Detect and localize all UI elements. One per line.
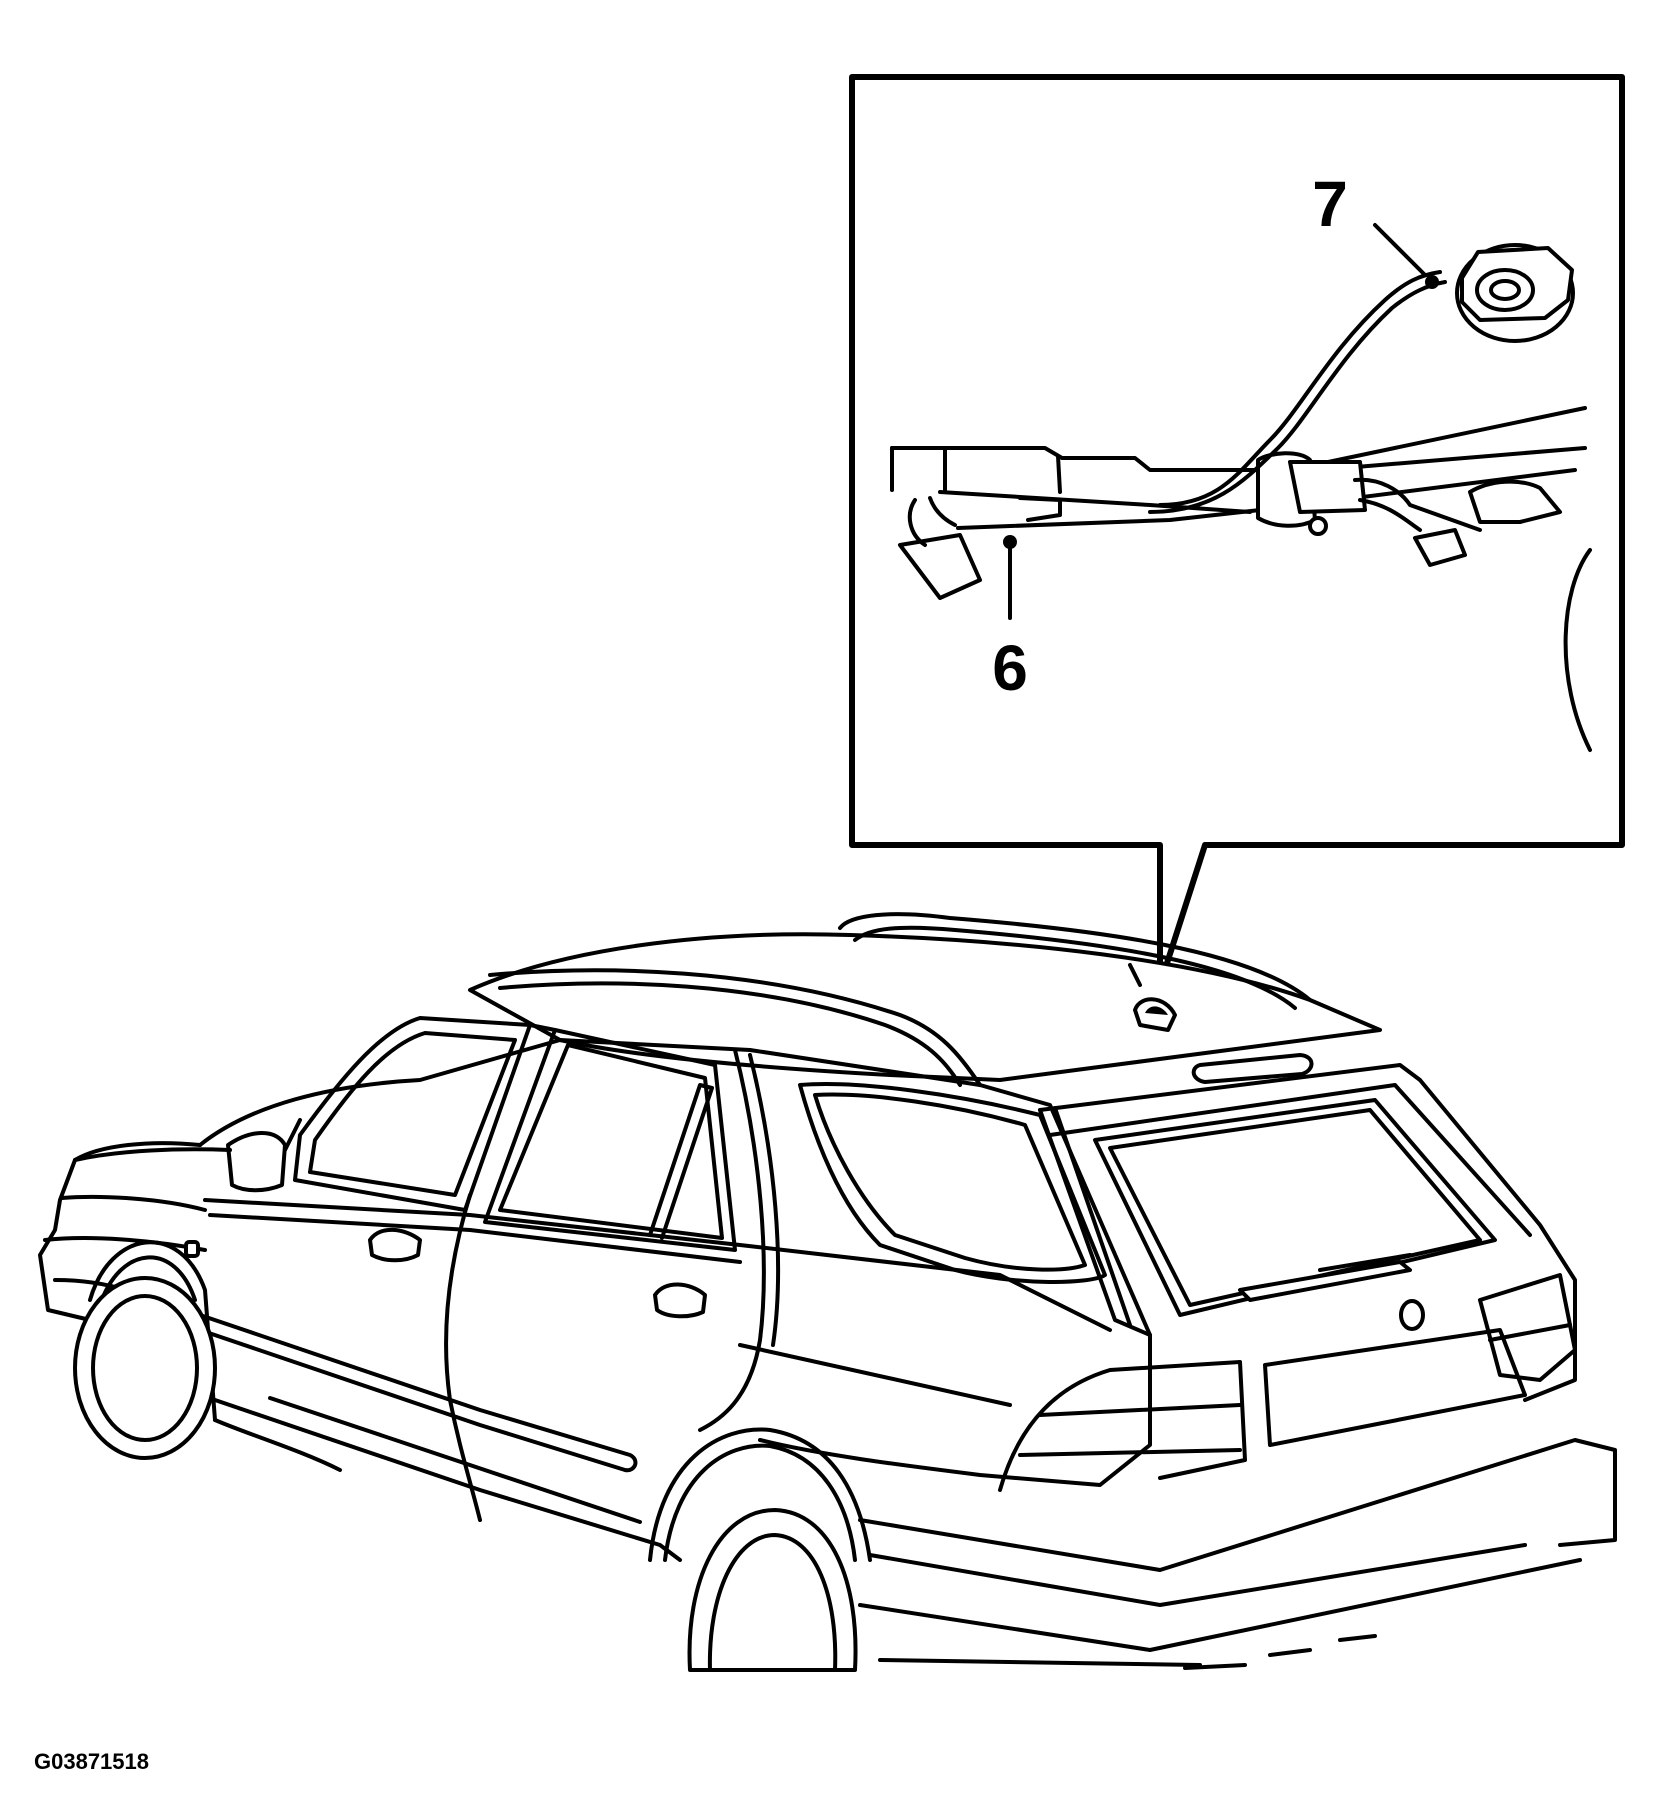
tail-light-left	[998, 1360, 1247, 1492]
front-door-handle	[368, 1227, 422, 1263]
callout-6: 6	[992, 632, 1028, 704]
rear-wheel-arch	[648, 1427, 872, 1562]
car-roof	[468, 932, 1382, 1082]
rear-quarter-window	[798, 1082, 1107, 1284]
figure-code: G03871518	[34, 1749, 149, 1774]
front-wheel-arch	[88, 1240, 217, 1422]
station-wagon	[38, 912, 1617, 1672]
rear-door-handle	[653, 1282, 707, 1319]
roof-rail-left	[488, 968, 982, 1087]
tail-light-right	[1478, 1273, 1577, 1382]
roof-antenna	[1133, 997, 1177, 1032]
door-seam	[444, 1193, 482, 1522]
antenna-nut	[1455, 243, 1575, 343]
inset-frame	[849, 74, 1625, 988]
car-body-side	[198, 1038, 1152, 1487]
inset-roof-structure	[890, 406, 1592, 752]
front-wheel	[73, 1276, 217, 1460]
detail-inset: 7 6	[849, 74, 1625, 988]
rear-wheel	[687, 1508, 858, 1672]
car-hood	[38, 1141, 202, 1322]
side-mirror	[226, 1131, 287, 1193]
rear-bumper	[858, 1438, 1617, 1572]
antenna-cable	[1158, 270, 1442, 507]
car-tailgate	[1038, 1063, 1577, 1402]
roof-rail-right	[838, 912, 1312, 1002]
rear-door-window	[483, 1028, 737, 1252]
side-rub-strip	[198, 1313, 638, 1473]
rocker-panel	[213, 1398, 682, 1562]
front-door-window	[293, 1016, 532, 1212]
callout-7: 7	[1312, 168, 1348, 240]
rear-window	[1093, 1098, 1497, 1317]
callout-leaders	[1003, 223, 1439, 620]
